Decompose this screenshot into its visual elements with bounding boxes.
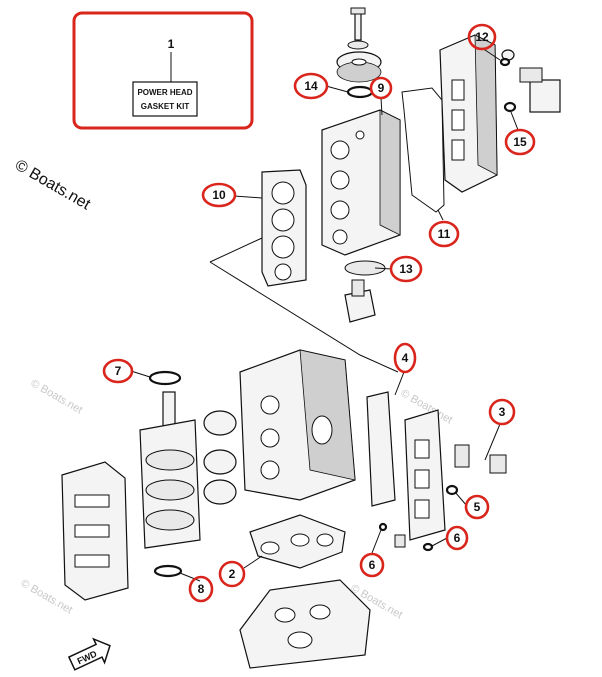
water-passage-part (344, 260, 386, 323)
watermark-main: © Boats.net (12, 157, 94, 214)
callout-10[interactable]: 10 (201, 182, 237, 208)
svg-text:11: 11 (438, 227, 451, 241)
svg-text:12: 12 (475, 30, 489, 44)
kit-label-line2: GASKET KIT (141, 102, 190, 111)
svg-text:15: 15 (513, 135, 527, 149)
svg-text:3: 3 (499, 405, 506, 419)
callout-11[interactable]: 11 (428, 220, 460, 248)
callout-8[interactable]: 8 (188, 575, 214, 603)
svg-text:10: 10 (212, 188, 226, 202)
callout-6[interactable]: 6 (445, 525, 469, 551)
thermostat-parts (499, 49, 561, 113)
callout-7[interactable]: 7 (102, 358, 134, 384)
intake-plate (378, 409, 507, 552)
exhaust-plate-left (61, 461, 129, 601)
kit-number: 1 (168, 37, 175, 51)
exhaust-guide (239, 579, 371, 669)
base-gasket (249, 514, 346, 569)
fwd-arrow: FWD (67, 637, 111, 671)
svg-text:7: 7 (115, 364, 122, 378)
callout-13[interactable]: 13 (389, 255, 423, 283)
callout-2[interactable]: 2 (218, 560, 246, 588)
callout-9[interactable]: 9 (369, 76, 393, 100)
exhaust-cover (439, 34, 498, 193)
crankshaft-assembly (139, 370, 237, 578)
cover-gasket (401, 87, 445, 213)
svg-text:4: 4 (402, 351, 409, 365)
intake-gasket (366, 391, 396, 507)
head-gasket (261, 169, 307, 287)
pulley-assembly (336, 7, 382, 99)
callout-12[interactable]: 12 (467, 23, 497, 51)
svg-text:6: 6 (369, 558, 376, 572)
callout-4[interactable]: 4 (393, 342, 417, 374)
callout-3[interactable]: 3 (488, 398, 516, 426)
callout-6-lower[interactable]: 6 (359, 552, 385, 578)
watermark-faint: © Boats.net (29, 377, 85, 416)
svg-text:6: 6 (454, 531, 461, 545)
svg-text:2: 2 (229, 567, 236, 581)
svg-text:13: 13 (399, 262, 413, 276)
callouts: 14 9 12 15 10 11 13 4 (102, 23, 536, 603)
crankcase (239, 349, 356, 501)
cylinder-head (321, 109, 401, 256)
callout-14[interactable]: 14 (293, 72, 329, 100)
svg-text:9: 9 (378, 81, 385, 95)
svg-text:8: 8 (198, 582, 205, 596)
callout-15[interactable]: 15 (504, 128, 536, 156)
leader-lines (130, 47, 519, 582)
callout-5[interactable]: 5 (464, 494, 490, 520)
svg-text:5: 5 (474, 500, 481, 514)
svg-text:14: 14 (304, 79, 318, 93)
kit-label-line1: POWER HEAD (137, 88, 192, 97)
gasket-kit-box: 1 POWER HEAD GASKET KIT (72, 11, 254, 130)
